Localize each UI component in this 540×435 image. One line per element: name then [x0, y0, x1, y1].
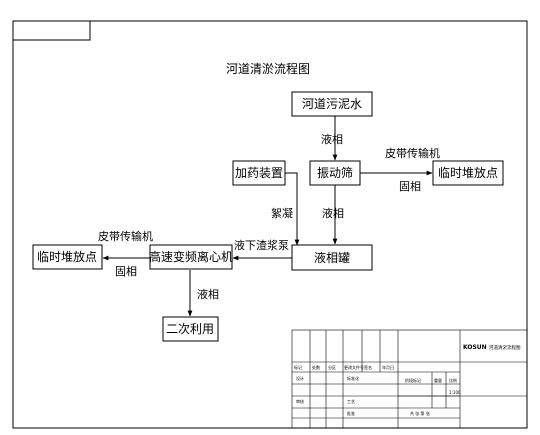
label-liquid-2: 液相 [322, 206, 344, 220]
title-block [291, 329, 528, 429]
tb-row1-4: 签名 [364, 364, 372, 370]
tb-sheet: 共 张 第 张 [410, 410, 430, 416]
node-centrifuge: 高速变频离心机 [149, 244, 233, 270]
node-source-label: 河道污泥水 [302, 97, 362, 111]
node-tank-label: 液相罐 [314, 250, 350, 265]
node-screen: 振动筛 [309, 160, 361, 186]
tb-standard: 标准化 [347, 375, 359, 381]
title-block-text: KOSUN 河道清淤流程图 标记 处数 分区 更改文件号 签名 年月日 设计 标… [294, 344, 521, 416]
tb-weight: 重量 [434, 377, 442, 383]
label-belt-right: 皮带传输机 [385, 146, 440, 160]
node-source: 河道污泥水 [291, 91, 373, 117]
node-storage-left-label: 临时堆放点 [37, 249, 97, 264]
label-liquid-1: 液相 [321, 132, 343, 146]
tb-row1-3: 更改文件号 [344, 364, 364, 370]
drawing-frame [12, 20, 528, 429]
node-centrifuge-label: 高速变频离心机 [149, 249, 233, 264]
tb-review: 审核 [296, 398, 304, 404]
tb-process: 工艺 [347, 399, 355, 404]
node-storage-right: 临时堆放点 [432, 160, 504, 186]
tb-row1-2: 分区 [328, 364, 336, 370]
tb-designer: 设计 [296, 375, 304, 381]
node-screen-label: 振动筛 [317, 165, 353, 180]
node-storage-right-label: 临时堆放点 [438, 165, 498, 180]
label-liquid-3: 液相 [197, 287, 219, 301]
node-dosing: 加药装置 [232, 160, 286, 186]
corner-box [12, 20, 91, 41]
label-belt-left: 皮带传输机 [98, 229, 153, 243]
company-logo: KOSUN [463, 344, 487, 351]
diagram-title: 河道清淤流程图 [226, 61, 310, 76]
label-solid-right: 固相 [399, 180, 421, 193]
node-tank: 液相罐 [291, 244, 373, 271]
tb-stage: 阶段标记 [405, 377, 421, 383]
node-reuse-label: 二次利用 [166, 322, 214, 336]
tb-row1-0: 标记 [294, 364, 302, 370]
tb-approve: 批准 [347, 410, 355, 416]
node-storage-left: 临时堆放点 [32, 244, 103, 270]
label-solid-left: 固相 [115, 265, 137, 278]
node-reuse: 二次利用 [162, 316, 219, 342]
tb-ratio: 比例 [449, 377, 457, 383]
edge-dosing-tank [285, 172, 300, 246]
tb-row1-1: 处数 [312, 364, 320, 370]
drawing-name: 河道清淤流程图 [489, 344, 521, 351]
tb-row1-5: 年月日 [382, 364, 394, 370]
tb-scale: 1:100 [449, 390, 461, 395]
node-dosing-label: 加药装置 [235, 166, 283, 180]
label-flocculate: 絮凝 [271, 206, 293, 220]
label-slurry-pump: 液下渣浆泵 [234, 238, 289, 252]
